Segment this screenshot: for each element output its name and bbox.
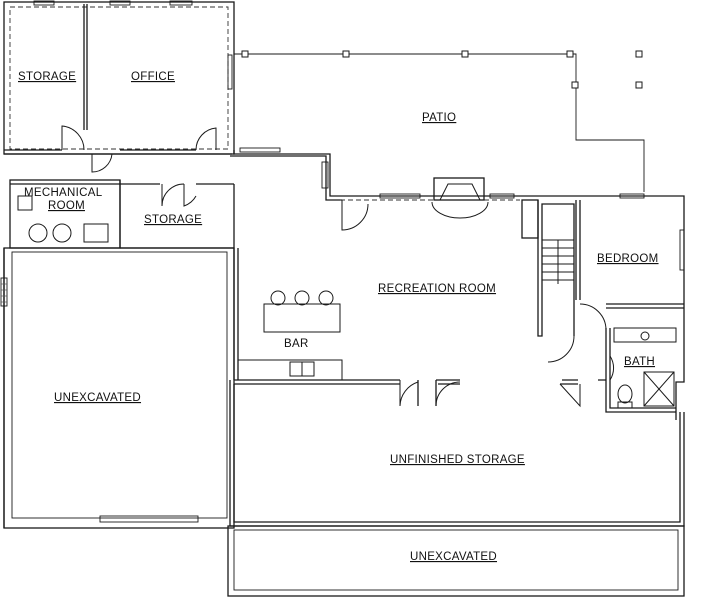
label-bath: BATH	[624, 356, 655, 368]
label-mechanical-line1: MECHANICAL	[24, 187, 103, 199]
main-walls	[230, 147, 685, 420]
office-door	[61, 125, 85, 151]
bar-counter	[237, 290, 343, 381]
label-bar: BAR	[284, 338, 309, 350]
label-office: OFFICE	[131, 71, 175, 83]
bath-walls	[605, 327, 677, 413]
stairs	[521, 199, 575, 363]
fireplace	[431, 177, 489, 219]
unexcavated-bottom-area	[227, 525, 685, 597]
bedroom-walls	[575, 200, 685, 331]
label-mechanical-line2: ROOM	[48, 200, 85, 212]
label-patio: PATIO	[422, 112, 456, 124]
hall-door-left	[91, 153, 113, 173]
label-unexcavated-bottom: UNEXCAVATED	[410, 551, 497, 563]
mechanical-equipment	[17, 195, 109, 243]
hall-door-right	[195, 127, 217, 151]
storage-doors	[399, 380, 581, 408]
unfinished-storage-area	[229, 380, 685, 527]
label-storage-1: STORAGE	[18, 71, 76, 83]
patio-door-left	[341, 200, 369, 231]
storage-2-door	[161, 183, 197, 207]
label-bedroom: BEDROOM	[597, 253, 659, 265]
label-unfinished-storage: UNFINISHED STORAGE	[390, 454, 525, 466]
label-unexcavated-left: UNEXCAVATED	[54, 392, 141, 404]
patio-outline	[233, 50, 645, 192]
window-marks-top	[33, 0, 233, 90]
label-recreation-room: RECREATION ROOM	[378, 283, 496, 295]
unexcavated-left-area	[0, 247, 235, 529]
label-storage-2: STORAGE	[144, 214, 202, 226]
